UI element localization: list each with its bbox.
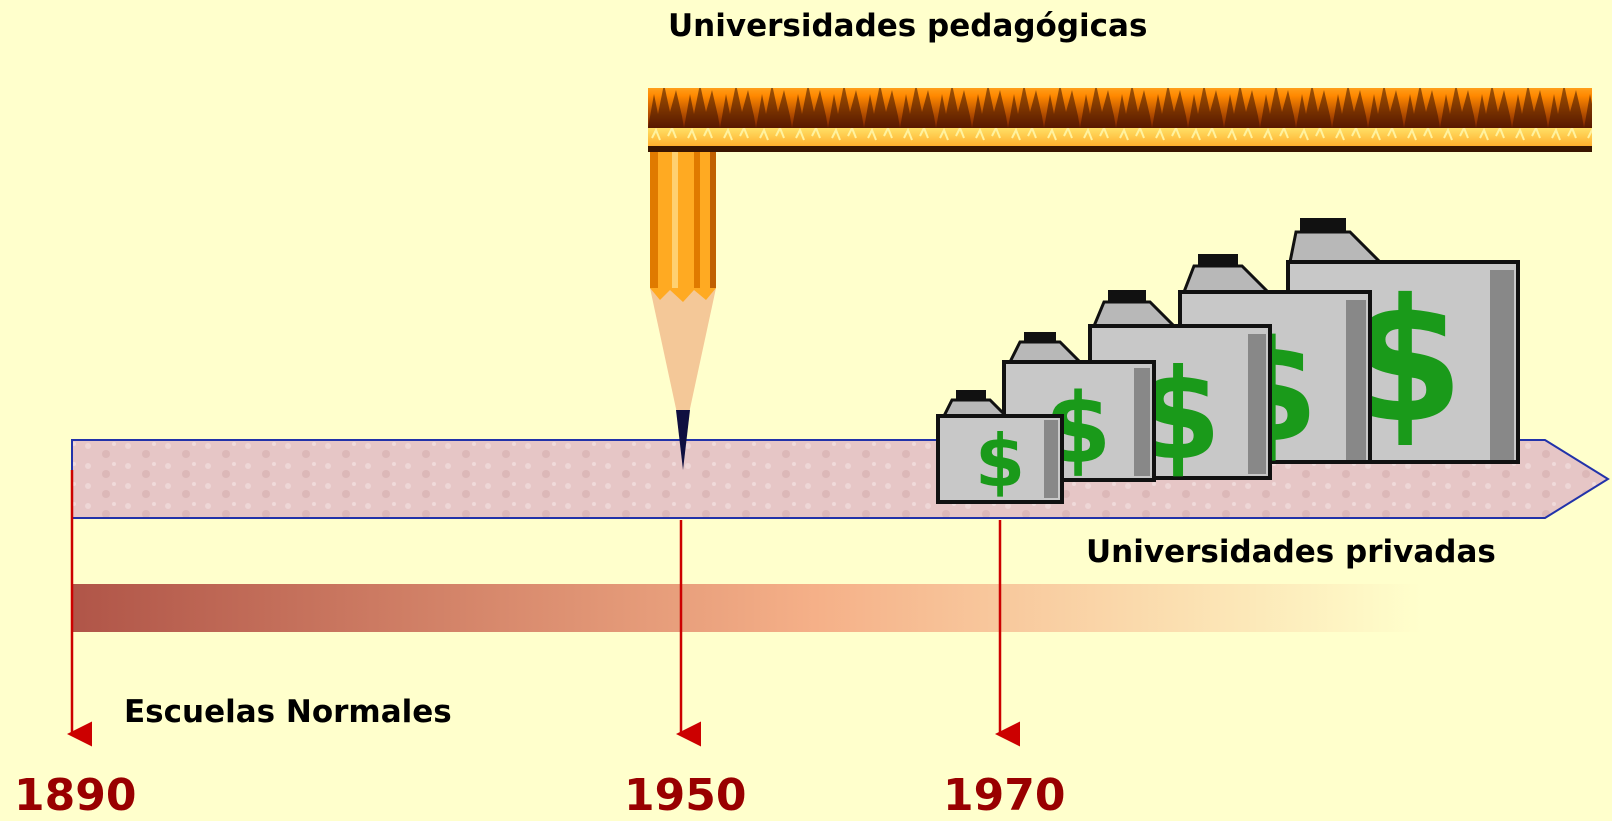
svg-text:$: $ xyxy=(975,419,1025,503)
label-universidades-pedagogicas: Universidades pedagógicas xyxy=(668,8,1148,44)
label-escuelas-normales: Escuelas Normales xyxy=(124,694,452,730)
year-1950: 1950 xyxy=(624,770,747,821)
gradient-band xyxy=(72,584,1422,632)
money-bag-icon: $ $ $ $ xyxy=(936,218,1520,504)
label-universidades-privadas: Universidades privadas xyxy=(1086,534,1496,570)
year-1970: 1970 xyxy=(943,770,1066,821)
pencil-icon xyxy=(650,152,716,470)
flame-banner-icon xyxy=(648,88,1592,152)
year-1890: 1890 xyxy=(14,770,137,821)
